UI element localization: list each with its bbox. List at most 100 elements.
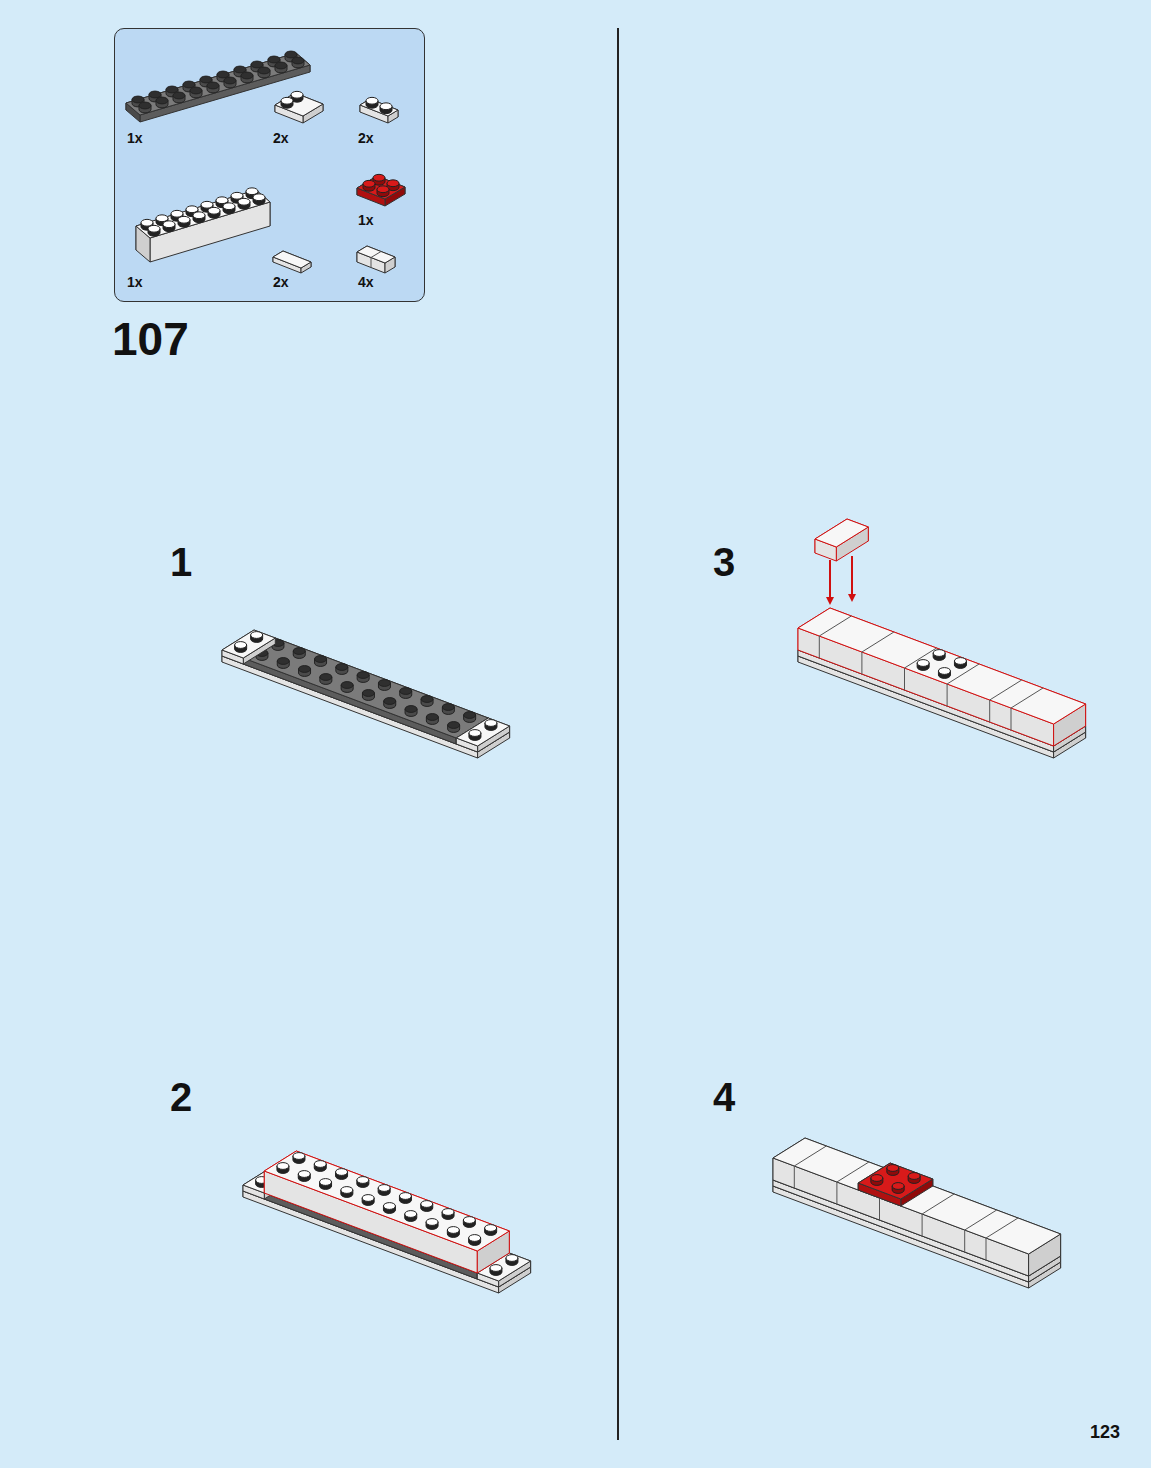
tile-seam bbox=[371, 252, 381, 258]
stud-top bbox=[223, 203, 235, 210]
stud-top bbox=[336, 1169, 348, 1176]
stud-top bbox=[285, 51, 297, 58]
stud-top bbox=[156, 97, 168, 104]
stud-top bbox=[171, 210, 183, 217]
stud-top bbox=[485, 720, 497, 727]
stud-top bbox=[268, 56, 280, 63]
brick-top bbox=[222, 636, 510, 752]
stud-top bbox=[275, 62, 287, 69]
tile-seam bbox=[1011, 688, 1043, 708]
divider-line bbox=[617, 28, 619, 1440]
stud-top bbox=[235, 642, 247, 649]
stud-top bbox=[200, 76, 212, 83]
tile-seam bbox=[862, 632, 894, 652]
stud-top bbox=[291, 91, 303, 98]
tile-seam bbox=[819, 636, 820, 658]
brick-top bbox=[798, 608, 1086, 724]
tile-seam bbox=[990, 680, 1022, 700]
stud-top bbox=[490, 1265, 502, 1272]
stud-top bbox=[281, 97, 293, 104]
stud-top bbox=[887, 1165, 899, 1172]
brick-top bbox=[243, 1171, 531, 1287]
stud-top bbox=[363, 180, 375, 187]
stud-top bbox=[917, 660, 929, 667]
stud-top bbox=[362, 1195, 374, 1202]
stud-top bbox=[234, 66, 246, 73]
stud-top bbox=[201, 201, 213, 208]
stud-top bbox=[464, 712, 476, 719]
stud-top bbox=[362, 690, 374, 697]
substep-number: 1 bbox=[170, 540, 192, 585]
stud-top bbox=[216, 197, 228, 204]
brick-side bbox=[150, 202, 270, 262]
brick-top bbox=[222, 630, 275, 658]
stud-top bbox=[378, 680, 390, 687]
tile-seam bbox=[986, 1218, 1018, 1238]
stud-top bbox=[277, 658, 289, 665]
stud-top bbox=[405, 1211, 417, 1218]
stud-top bbox=[193, 212, 205, 219]
brick-top bbox=[456, 718, 509, 746]
stud-top bbox=[469, 1235, 481, 1242]
part-quantity: 1x bbox=[127, 130, 143, 146]
stud-top bbox=[141, 219, 153, 226]
stud-top bbox=[384, 698, 396, 705]
brick-top bbox=[264, 1151, 509, 1251]
steps-group bbox=[222, 519, 1086, 1293]
tile-seam bbox=[794, 1146, 826, 1166]
stud-top bbox=[463, 1217, 475, 1224]
stud-top bbox=[336, 664, 348, 671]
tile-seam bbox=[922, 1194, 954, 1214]
parts-callout: 1x2x2x1x1x2x4x bbox=[114, 28, 425, 302]
stud-top bbox=[442, 1209, 454, 1216]
stud-top bbox=[207, 82, 219, 89]
part-quantity: 1x bbox=[358, 212, 374, 228]
stud-top bbox=[320, 674, 332, 681]
stud-top bbox=[299, 666, 311, 673]
step-number: 107 bbox=[112, 312, 189, 366]
arrow-line bbox=[851, 556, 853, 596]
stud-top bbox=[357, 1177, 369, 1184]
stud-top bbox=[469, 730, 481, 737]
stud-top bbox=[251, 61, 263, 68]
stud-top bbox=[217, 71, 229, 78]
stud-top bbox=[448, 722, 460, 729]
arrow-head bbox=[848, 594, 856, 602]
stud-top bbox=[383, 1203, 395, 1210]
stud-top bbox=[190, 87, 202, 94]
brick-top bbox=[136, 190, 270, 238]
brick-top bbox=[273, 251, 311, 268]
brick-top bbox=[773, 1138, 1061, 1254]
brick-top bbox=[815, 519, 868, 547]
brick-top bbox=[357, 246, 395, 263]
stud-top bbox=[366, 97, 378, 104]
tile-seam bbox=[905, 648, 937, 668]
stud-top bbox=[156, 215, 168, 222]
tile-seam bbox=[371, 258, 372, 268]
tile-seam bbox=[989, 700, 990, 722]
stud-top bbox=[314, 1161, 326, 1168]
stud-top bbox=[173, 92, 185, 99]
stud-top bbox=[253, 194, 265, 201]
brick-top bbox=[858, 1163, 933, 1199]
stud-top bbox=[246, 188, 258, 195]
stud-top bbox=[241, 72, 253, 79]
stud-top bbox=[447, 1227, 459, 1234]
stud-top bbox=[277, 1163, 289, 1170]
part-quantity: 2x bbox=[358, 130, 374, 146]
stud-top bbox=[231, 192, 243, 199]
brick-top bbox=[126, 53, 310, 115]
tile-seam bbox=[1011, 708, 1012, 730]
stud-top bbox=[139, 102, 151, 109]
stud-top bbox=[298, 1171, 310, 1178]
stud-top bbox=[933, 650, 945, 657]
stud-top bbox=[238, 198, 250, 205]
stud-top bbox=[400, 688, 412, 695]
brick-top bbox=[243, 638, 488, 738]
parts-panel-fill bbox=[114, 28, 425, 302]
stud-top bbox=[421, 1201, 433, 1208]
substep-number: 2 bbox=[170, 1075, 192, 1120]
stud-top bbox=[341, 682, 353, 689]
stud-top bbox=[373, 174, 385, 181]
